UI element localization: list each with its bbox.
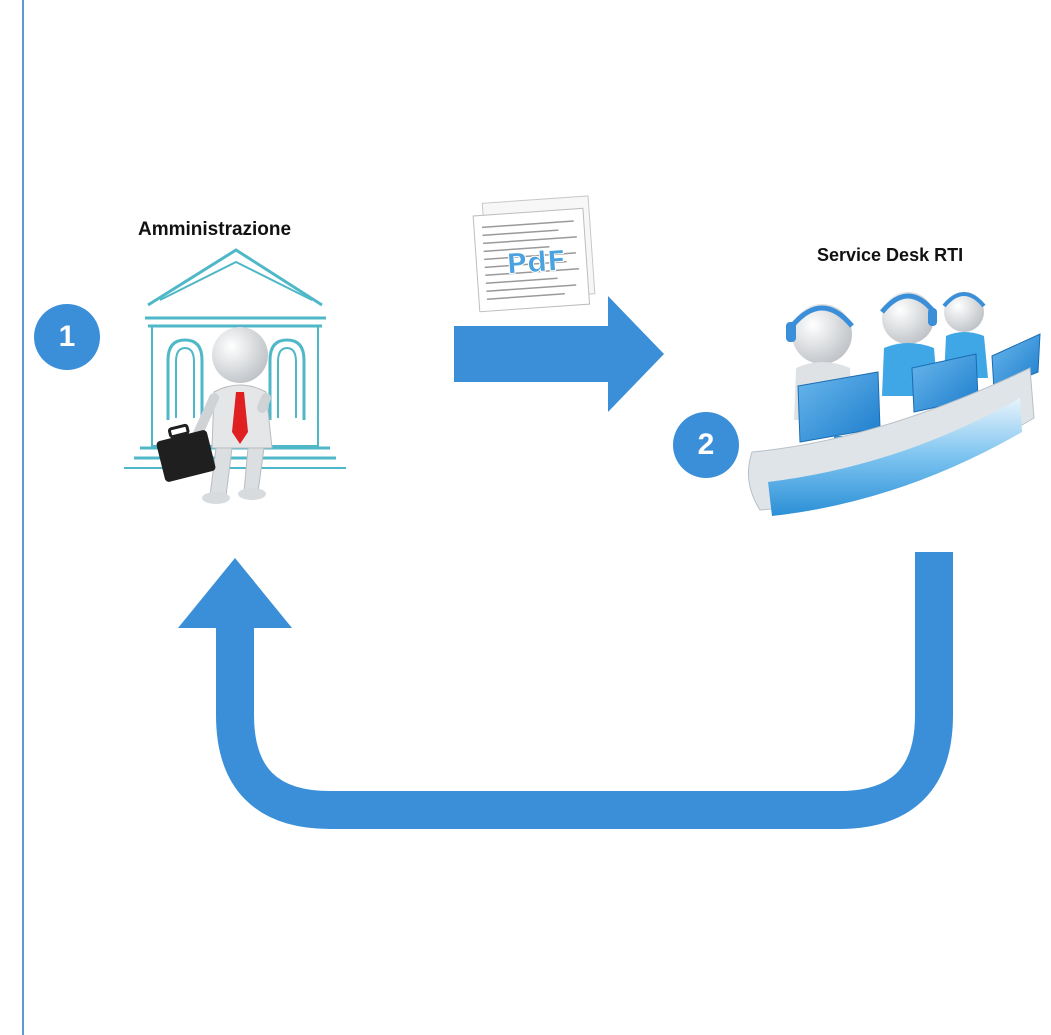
step-badge-1: 1 bbox=[34, 304, 100, 370]
node-label-service-desk: Service Desk RTI bbox=[817, 245, 964, 265]
arrow-return-head bbox=[178, 558, 292, 628]
left-border-rule bbox=[22, 0, 24, 1035]
node-label-amministrazione: Amministrazione bbox=[138, 219, 292, 240]
arrow-to-service-desk bbox=[454, 296, 664, 412]
pdf-document-icon bbox=[472, 195, 596, 313]
step-badge-2: 2 bbox=[673, 412, 739, 478]
businessman-icon bbox=[156, 327, 273, 504]
operator-figure bbox=[880, 292, 938, 396]
service-desk-icon bbox=[747, 292, 1041, 516]
arrow-return-to-amministrazione bbox=[216, 552, 953, 829]
desk-front bbox=[768, 398, 1022, 516]
